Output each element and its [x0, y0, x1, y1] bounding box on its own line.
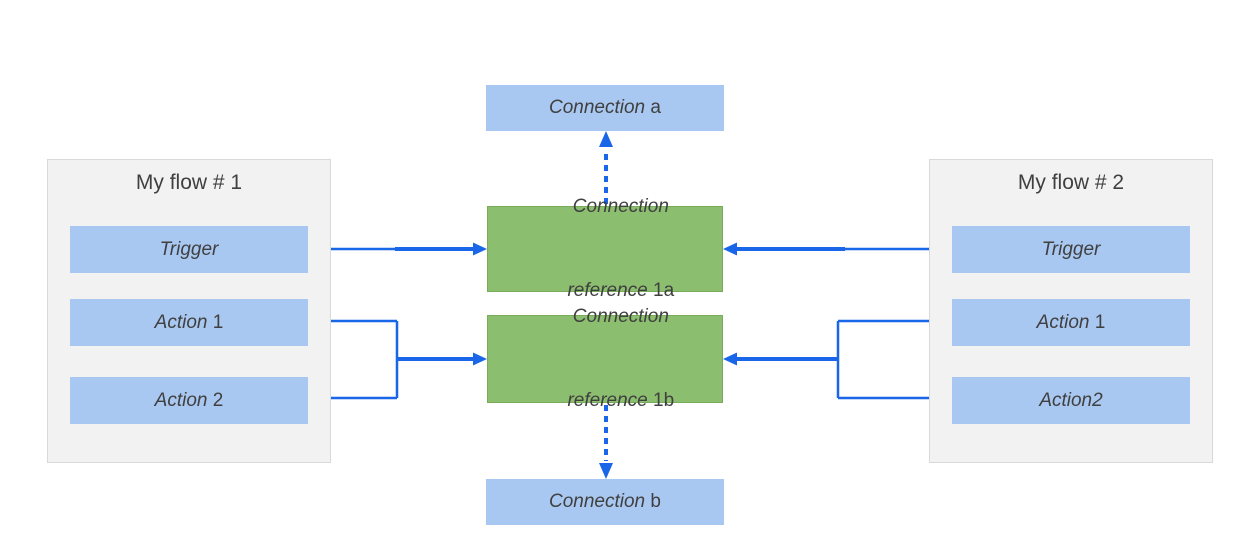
- node-label-em: Trigger: [1041, 238, 1101, 260]
- arrowhead-connection-a-icon: [599, 131, 613, 147]
- arrowhead-connection-b-icon: [599, 463, 613, 479]
- flow2-trigger-node: Trigger: [952, 226, 1190, 273]
- arrowhead-flow2-actions-icon: [723, 352, 737, 366]
- flow2-action1-node: Action 1: [952, 299, 1190, 346]
- reference-label-em: Connection: [572, 196, 669, 217]
- node-label-plain: 1: [207, 311, 224, 333]
- reference-label-plain: 1b: [647, 390, 675, 411]
- reference-label-line2: reference 1a: [536, 249, 674, 333]
- reference-label-line1: Connection: [541, 275, 669, 359]
- connection-b-label-plain: b: [645, 491, 661, 512]
- connection-a-label-plain: a: [645, 97, 661, 118]
- flow2-title: My flow # 2: [1017, 171, 1125, 194]
- reference-label-plain: 1a: [647, 280, 675, 301]
- connection-reference-1a-box: Connection reference 1a: [487, 196, 723, 301]
- node-label-em: Action: [154, 389, 208, 411]
- node-label-em: Action: [1036, 311, 1090, 333]
- reference-label-em: reference: [567, 390, 648, 411]
- reference-label-line2: reference 1b: [536, 359, 674, 443]
- flow1-action1-node: Action 1: [70, 299, 308, 346]
- arrowhead-flow2-trigger-icon: [723, 242, 737, 256]
- connection-b-label-em: Connection: [549, 491, 646, 512]
- connection-a-label-em: Connection: [549, 97, 646, 118]
- node-label-em: Action: [154, 311, 208, 333]
- connection-b-box: Connection b: [486, 479, 724, 525]
- flow2-action2-node: Action2: [952, 377, 1190, 424]
- connection-reference-1b-box: Connection reference 1b: [487, 306, 723, 411]
- flow1-container: My flow # 1 Trigger Action 1 Action 2: [47, 159, 331, 463]
- node-label-em: Trigger: [159, 238, 219, 260]
- flow2-container: My flow # 2 Trigger Action 1 Action2: [929, 159, 1213, 463]
- arrowhead-flow1-trigger-icon: [473, 242, 487, 256]
- node-label-em: Action2: [1039, 389, 1103, 411]
- node-label-plain: 2: [207, 389, 224, 411]
- arrowhead-flow1-actions-icon: [473, 352, 487, 366]
- reference-label-line1: Connection: [541, 165, 669, 249]
- connection-a-box: Connection a: [486, 85, 724, 131]
- reference-label-em: Connection: [572, 306, 669, 327]
- flow1-title: My flow # 1: [135, 171, 243, 194]
- flow1-action2-node: Action 2: [70, 377, 308, 424]
- reference-label-em: reference: [567, 280, 648, 301]
- node-label-plain: 1: [1089, 311, 1106, 333]
- flow1-trigger-node: Trigger: [70, 226, 308, 273]
